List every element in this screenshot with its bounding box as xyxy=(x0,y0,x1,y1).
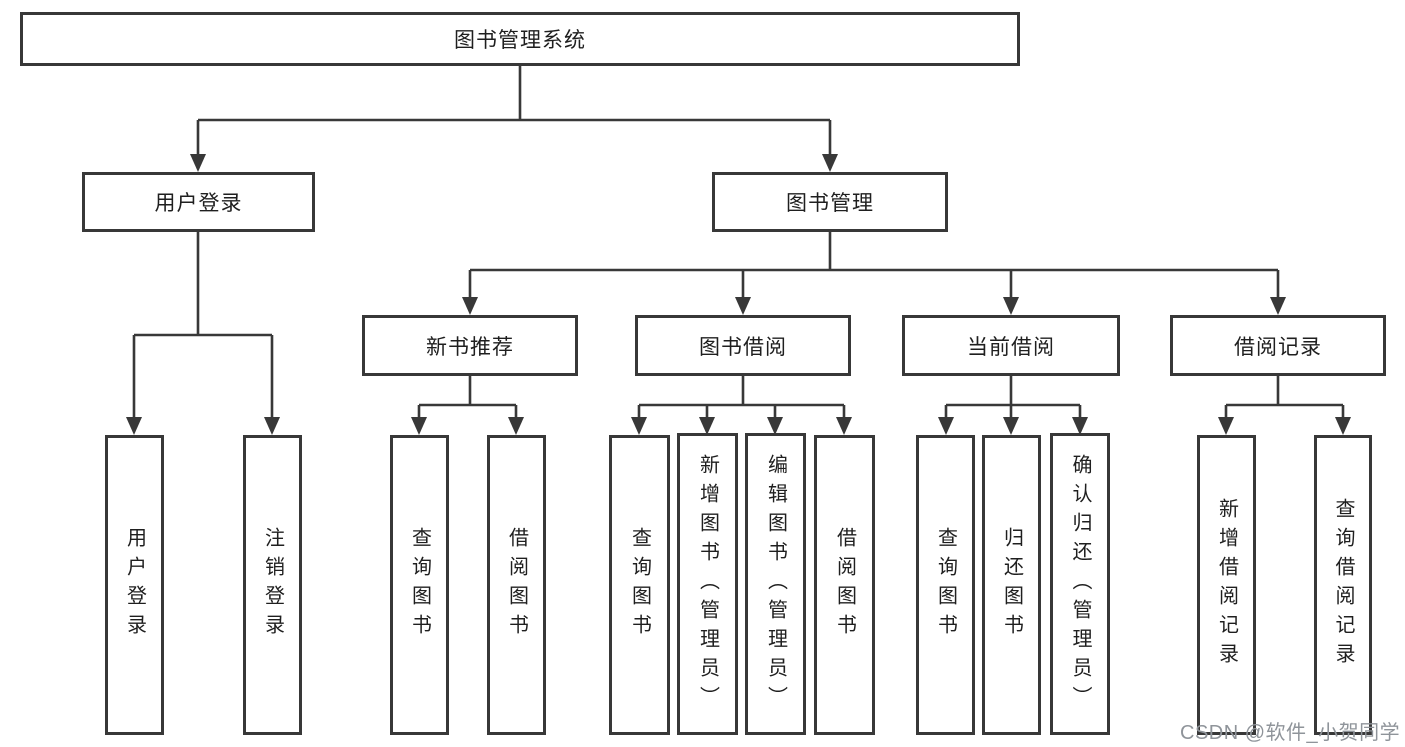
node-label: 借阅图书 xyxy=(505,527,528,643)
node-confirm-return-admin: 确认归还（管理员） xyxy=(1050,433,1110,735)
node-borrow-books-2: 借阅图书 xyxy=(814,435,875,735)
arrowhead xyxy=(836,417,852,435)
node-label: 注销登录 xyxy=(261,527,284,643)
node-current-borrowing: 当前借阅 xyxy=(902,315,1120,376)
node-label: 查询图书 xyxy=(408,527,431,643)
arrowhead xyxy=(1270,297,1286,315)
node-query-books-3: 查询图书 xyxy=(916,435,975,735)
node-add-book-admin: 新增图书（管理员） xyxy=(677,433,738,735)
arrowhead xyxy=(1218,417,1234,435)
node-user-login: 用户登录 xyxy=(82,172,315,232)
node-logout: 注销登录 xyxy=(243,435,302,735)
arrowhead xyxy=(822,154,838,172)
arrowhead xyxy=(190,154,206,172)
arrowhead xyxy=(735,297,751,315)
csdn-watermark: CSDN @软件_小贺同学 xyxy=(1180,722,1401,744)
node-query-books-2: 查询图书 xyxy=(609,435,670,735)
node-label: 查询图书 xyxy=(934,527,957,643)
node-user-login-leaf: 用户登录 xyxy=(105,435,164,735)
node-library-system: 图书管理系统 xyxy=(20,12,1020,66)
node-label: 编辑图书（管理员） xyxy=(764,453,787,715)
node-label: 查询图书 xyxy=(628,527,651,643)
arrowhead xyxy=(126,417,142,435)
node-book-borrowing: 图书借阅 xyxy=(635,315,851,376)
arrowhead xyxy=(631,417,647,435)
node-return-books: 归还图书 xyxy=(982,435,1041,735)
node-label: 借阅图书 xyxy=(833,527,856,643)
node-borrowing-records: 借阅记录 xyxy=(1170,315,1386,376)
arrowhead xyxy=(1335,417,1351,435)
node-new-book-recommend: 新书推荐 xyxy=(362,315,578,376)
arrowhead xyxy=(1003,417,1019,435)
arrowhead xyxy=(462,297,478,315)
node-add-borrow-record: 新增借阅记录 xyxy=(1197,435,1256,735)
node-label: 确认归还（管理员） xyxy=(1069,453,1091,715)
node-label: 用户登录 xyxy=(123,527,146,643)
node-edit-book-admin: 编辑图书（管理员） xyxy=(745,433,806,735)
arrowhead xyxy=(508,417,524,435)
arrowhead xyxy=(411,417,427,435)
node-book-management: 图书管理 xyxy=(712,172,948,232)
arrowhead xyxy=(1003,297,1019,315)
node-query-books-1: 查询图书 xyxy=(390,435,449,735)
arrowhead xyxy=(938,417,954,435)
node-label: 归还图书 xyxy=(1000,527,1023,643)
node-label: 查询借阅记录 xyxy=(1332,498,1354,672)
node-label: 新增图书（管理员） xyxy=(696,453,719,715)
node-borrow-books-1: 借阅图书 xyxy=(487,435,546,735)
node-label: 新增借阅记录 xyxy=(1215,498,1238,672)
node-query-borrow-record: 查询借阅记录 xyxy=(1314,435,1372,735)
arrowhead xyxy=(264,417,280,435)
